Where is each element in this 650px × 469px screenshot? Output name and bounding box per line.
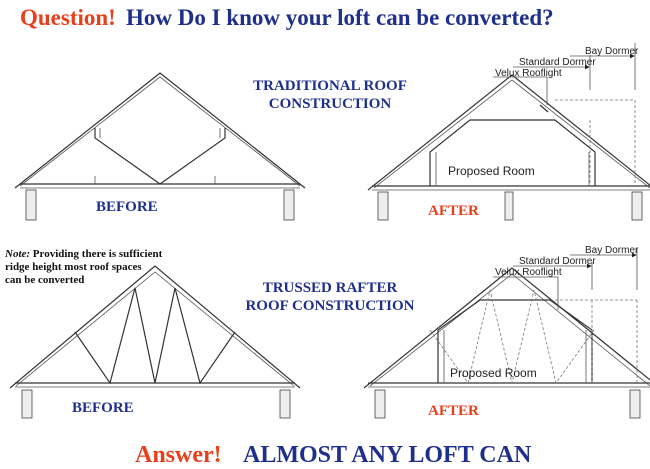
- trussed-proposed-room-label: Proposed Room: [450, 366, 537, 380]
- trussed-title-line1: TRUSSED RAFTER: [263, 280, 398, 296]
- trussed-standard-dormer-label: Standard Dormer: [519, 256, 596, 267]
- trussed-before-label: BEFORE: [72, 400, 134, 416]
- traditional-title-line2: CONSTRUCTION: [269, 96, 392, 112]
- note-text: Providing there is sufficient: [30, 248, 163, 260]
- traditional-after-label: AFTER: [428, 203, 479, 219]
- traditional-before-label: BEFORE: [96, 199, 158, 215]
- traditional-bay-dormer-label: Bay Dormer: [585, 46, 639, 57]
- traditional-proposed-room-label: Proposed Room: [448, 164, 535, 178]
- traditional-after-drawing: [367, 43, 650, 221]
- traditional-title-line1: TRADITIONAL ROOF: [253, 78, 407, 94]
- trussed-before-drawing: [9, 265, 301, 419]
- trussed-after-drawing: [363, 248, 650, 419]
- answer-label: Answer!: [135, 442, 222, 468]
- note-line3: can be converted: [5, 274, 84, 286]
- note-line2: ridge height most roof spaces: [5, 261, 142, 273]
- traditional-standard-dormer-label: Standard Dormer: [519, 57, 596, 68]
- trussed-title-line2: ROOF CONSTRUCTION: [245, 298, 414, 314]
- traditional-velux-label: Velux Rooflight: [495, 68, 562, 79]
- answer-statement: ALMOST ANY LOFT CAN: [243, 442, 532, 468]
- traditional-before-drawing: [14, 72, 306, 221]
- headline: How Do I know your loft can be converted…: [126, 5, 554, 30]
- note-prefix: Note:: [4, 248, 30, 260]
- trussed-after-label: AFTER: [428, 403, 479, 419]
- trussed-velux-label: Velux Rooflight: [495, 267, 562, 278]
- note-line1: Note: Providing there is sufficient: [4, 248, 163, 260]
- question-label: Question!: [20, 5, 116, 30]
- trussed-bay-dormer-label: Bay Dormer: [585, 245, 639, 256]
